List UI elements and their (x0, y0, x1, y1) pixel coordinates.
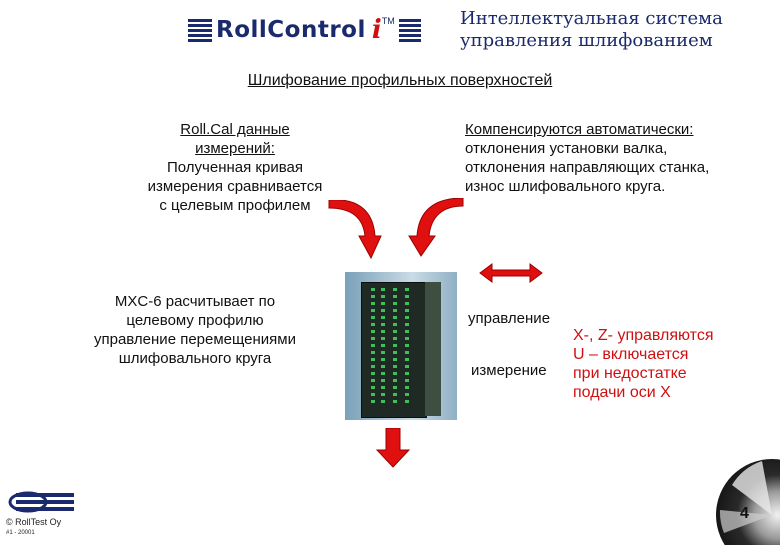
compensation-text-block: Компенсируются автоматически: отклонения… (465, 120, 780, 196)
footer-code: #1 - 20001 (6, 530, 35, 536)
curved-arrow-down-right-icon (328, 200, 382, 260)
header-title: Интеллектуальная система управления шлиф… (460, 8, 723, 52)
disc-icon (716, 459, 780, 545)
axis-note-line-2: U – включается (573, 346, 689, 363)
rollcal-line-4: измерения сравнивается (147, 178, 323, 195)
rollcal-line-5: с целевым профилем (159, 197, 311, 214)
logo-bars-left-icon (188, 18, 212, 42)
logo-bars-right-icon (398, 18, 421, 42)
footer-copyright: © RollTest Oy (6, 517, 62, 527)
axis-note-line-4: подачи оси X (573, 384, 671, 401)
rollcal-line-1: Roll.Cal данные (180, 121, 290, 138)
rollcal-text-block: Roll.Cal данные измерений: Полученная кр… (110, 120, 360, 215)
rolltest-logo-icon (8, 491, 74, 513)
mxc-line-4: шлифовального круга (118, 350, 272, 367)
rollcal-line-2: измерений: (195, 140, 275, 157)
mxc-line-3: управление перемещениями (94, 331, 296, 348)
control-label: управление (468, 310, 551, 327)
logo-text: RollControl (216, 17, 366, 43)
compensation-line-3: отклонения направляющих станка, (465, 159, 710, 176)
mxc-line-1: MXC-6 расчитывает по (114, 293, 276, 310)
curved-arrow-up-left-icon (408, 198, 464, 257)
mxc6-device-photo (345, 272, 457, 420)
compensation-line-4: износ шлифовального круга. (465, 178, 666, 195)
axis-note-line-3: при недостатке (573, 365, 687, 382)
header-title-line1: Интеллектуальная система (460, 8, 723, 29)
logo-tm: TM (381, 16, 395, 26)
arrow-down-icon (375, 428, 411, 468)
mxc-line-2: целевому профилю (126, 312, 264, 329)
rollcontrol-logo: RollControl i TM (188, 14, 428, 46)
rollcal-line-3: Полученная кривая (167, 159, 303, 176)
page-number: 4 (740, 505, 749, 522)
logo-i: i (371, 15, 382, 45)
measurement-label: измерение (471, 362, 547, 379)
double-arrow-horizontal-icon (479, 263, 543, 283)
axis-note-line-1: X-, Z- управляются (573, 327, 714, 344)
header-title-line2: управления шлифованием (460, 30, 713, 51)
mxc-text-block: MXC-6 расчитывает по целевому профилю уп… (55, 292, 335, 368)
slide-subtitle: Шлифование профильных поверхностей (247, 72, 553, 89)
compensation-line-2: отклонения установки валка, (465, 140, 668, 157)
compensation-line-1: Компенсируются автоматически: (465, 121, 694, 138)
axis-note-block: X-, Z- управляются U – включается при не… (573, 326, 780, 402)
